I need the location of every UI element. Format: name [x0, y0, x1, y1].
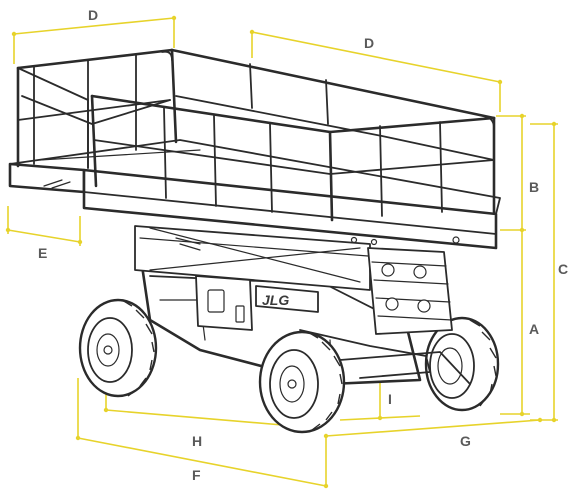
- scissor-lift-drawing: JLG: [8, 48, 501, 434]
- dimension-line-e: [7, 229, 81, 243]
- dimension-line-d-left: [13, 17, 175, 35]
- label-e: E: [38, 245, 47, 261]
- rear-right-wheel: [424, 316, 500, 412]
- dimension-line-f: [77, 437, 327, 487]
- platform-deck: [8, 139, 501, 250]
- label-d-right: D: [364, 35, 374, 51]
- dimension-line-h: [105, 409, 295, 427]
- label-d-left: D: [88, 7, 98, 23]
- dimension-line-d-right: [251, 31, 501, 83]
- label-g: G: [460, 433, 471, 449]
- guardrails: [16, 48, 496, 222]
- label-a: A: [529, 321, 539, 337]
- label-f: F: [192, 467, 201, 483]
- label-i: I: [388, 391, 392, 407]
- dimension-line-g: [325, 419, 541, 437]
- scissor-stack: [134, 225, 453, 335]
- dimension-labels: D D B C A E I H G F: [38, 7, 568, 483]
- front-left-wheel: [78, 298, 158, 398]
- brand-logo-text: JLG: [262, 292, 289, 308]
- front-right-wheel: [258, 330, 346, 434]
- label-b: B: [529, 179, 539, 195]
- label-c: C: [558, 261, 568, 277]
- label-h: H: [192, 433, 202, 449]
